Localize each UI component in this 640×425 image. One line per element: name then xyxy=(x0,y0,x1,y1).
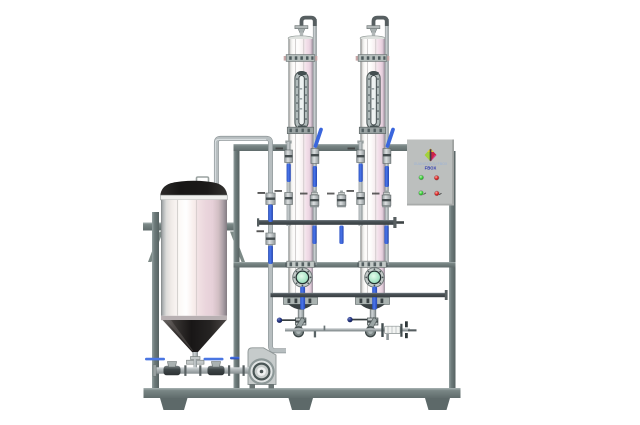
svg-text:GUANGZHOU FBOX: GUANGZHOU FBOX xyxy=(414,162,448,166)
svg-text:FBOX: FBOX xyxy=(425,166,437,171)
